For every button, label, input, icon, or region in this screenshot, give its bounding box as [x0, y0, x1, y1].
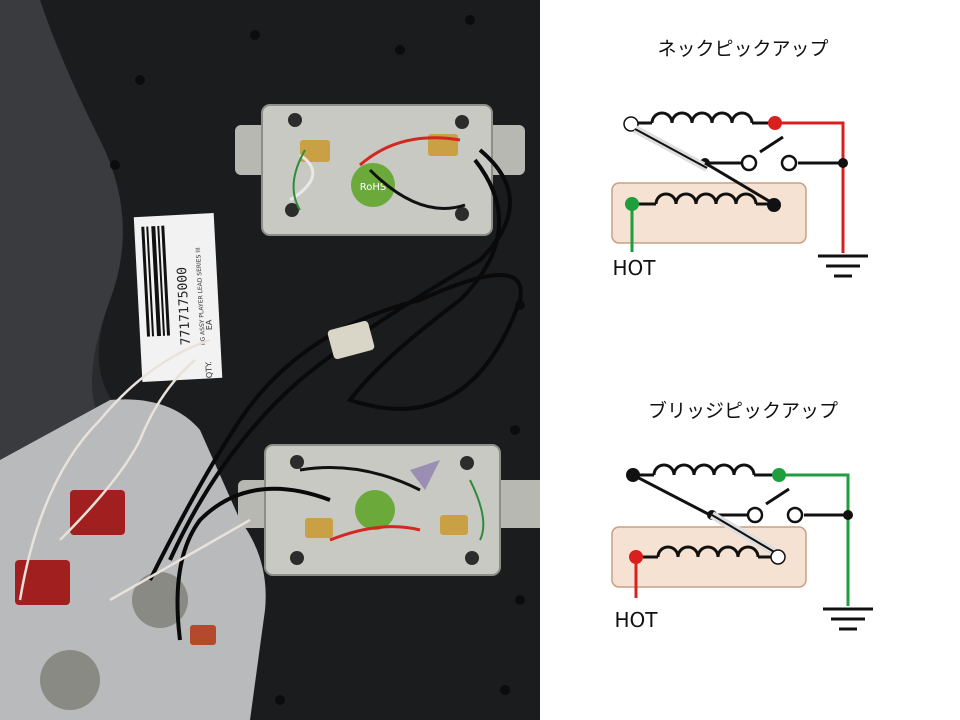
- bridge-switch-terminal-1: [746, 506, 764, 524]
- bridge-switch-terminal-2: [786, 506, 804, 524]
- pickguard-edge: [0, 0, 123, 520]
- neck-switch-lever: [759, 135, 784, 154]
- neck-black-node: [767, 198, 781, 212]
- bridge-cross-link: [711, 514, 777, 554]
- neck-ground-icon: [818, 254, 868, 278]
- neck-hot-label: HOT: [613, 256, 657, 280]
- bridge-diagonal-link: [632, 473, 715, 519]
- bridge-inner-coil: [656, 545, 760, 558]
- neck-switch-terminal-1: [740, 154, 758, 172]
- neck-diagonal-link: [634, 128, 708, 169]
- bridge-switch-lever: [765, 487, 790, 506]
- barcode-number: 7717175000: [175, 267, 194, 346]
- neck-top-coil: [650, 111, 754, 124]
- bridge-pickup-title: ブリッジピックアップ: [648, 399, 838, 422]
- pickguard-screw-holes: [110, 15, 525, 705]
- neck-inner-coil-box: [611, 182, 807, 244]
- bridge-humbucker: [238, 444, 540, 576]
- switches-and-pots: [15, 490, 216, 710]
- neck-humbucker: RoHS: [235, 104, 525, 236]
- wiring-photo: RoHS 7717175000 PG ASSY PLAYER LEAD SERI…: [0, 0, 540, 720]
- bridge-green-wire: [779, 473, 850, 606]
- cable-tape: [327, 320, 375, 360]
- neck-start-node: [623, 116, 639, 132]
- bridge-top-coil: [652, 463, 756, 476]
- rohs-label: RoHS: [360, 182, 386, 193]
- neck-red-wire: [775, 121, 845, 253]
- bridge-ground-icon: [823, 607, 873, 631]
- neck-switch-terminal-2: [780, 154, 798, 172]
- barcode-label: 7717175000 PG ASSY PLAYER LEAD SERIES II…: [133, 213, 223, 382]
- neck-inner-coil: [654, 192, 758, 205]
- neck-pickup-title: ネックピックアップ: [657, 38, 828, 60]
- bridge-hot-label: HOT: [615, 608, 659, 632]
- qty-label: QTY.: [204, 361, 214, 378]
- wiring-diagram: ネックピックアップ HOT: [540, 0, 960, 720]
- bridge-pickup-diagram: ブリッジピックアップ HOT: [611, 399, 873, 632]
- white-wires: [18, 338, 251, 602]
- bridge-end-node: [770, 549, 786, 565]
- neck-pickup-diagram: ネックピックアップ HOT: [611, 38, 868, 280]
- qty-unit: EA: [204, 319, 214, 331]
- rohs-sticker: [351, 163, 395, 207]
- neck-cross-link: [704, 161, 775, 206]
